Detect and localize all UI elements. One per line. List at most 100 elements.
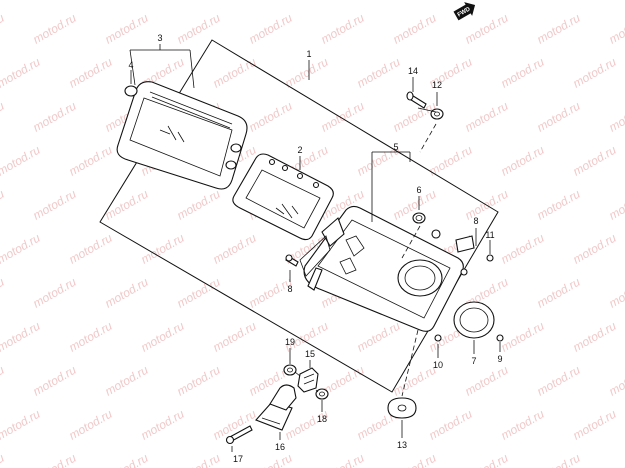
- callout-17: 17: [233, 454, 243, 464]
- watermark-text: motod.ru: [463, 363, 511, 399]
- callout-19: 19: [285, 337, 295, 347]
- meter-body: [299, 205, 468, 332]
- watermark-text: motod.ru: [31, 187, 79, 223]
- watermark-text: motod.ru: [247, 451, 295, 468]
- watermark-text: motod.ru: [175, 275, 223, 311]
- callout-16: 16: [275, 442, 285, 452]
- screw-part-17: [225, 425, 253, 445]
- watermark-text: motod.ru: [103, 363, 151, 399]
- watermark-text: motod.ru: [535, 451, 583, 468]
- callout-18: 18: [317, 414, 327, 424]
- watermark-text: motod.ru: [463, 451, 511, 468]
- screw-part-9: [496, 334, 504, 342]
- watermark-text: motod.ru: [103, 275, 151, 311]
- watermark-text: motod.ru: [0, 451, 7, 468]
- screw-part-8-left: [285, 254, 299, 267]
- watermark-text: motod.ru: [31, 275, 79, 311]
- watermark-text: motod.ru: [0, 231, 43, 267]
- watermark-text: motod.ru: [175, 11, 223, 47]
- watermark-text: motod.ru: [319, 451, 367, 468]
- callout-7: 7: [471, 356, 476, 366]
- watermark-text: motod.ru: [535, 99, 583, 135]
- socket-part-15: [297, 367, 319, 393]
- gasket-ring-part-7: [453, 301, 495, 339]
- watermark-text: motod.ru: [535, 363, 583, 399]
- screw-part-14: [406, 91, 427, 109]
- watermark-text: motod.ru: [571, 319, 619, 355]
- watermark-text: motod.ru: [211, 231, 259, 267]
- bracket-part-8: [455, 235, 475, 253]
- watermark-text: motod.ru: [391, 451, 439, 468]
- watermark-text: motod.ru: [499, 407, 547, 443]
- watermark-text: motod.ru: [31, 99, 79, 135]
- callout-12: 12: [432, 80, 442, 90]
- watermark-text: motod.ru: [571, 231, 619, 267]
- watermark-text: motod.ru: [139, 0, 187, 3]
- watermark-text: motod.ru: [607, 11, 625, 47]
- watermark-text: motod.ru: [0, 319, 43, 355]
- watermark-text: motod.ru: [571, 0, 619, 3]
- watermark-text: motod.ru: [0, 407, 43, 443]
- callout-5: 5: [393, 142, 398, 152]
- watermark-text: motod.ru: [139, 407, 187, 443]
- watermark-text: motod.ru: [499, 319, 547, 355]
- watermark-text: motod.ru: [31, 11, 79, 47]
- lens-panel: [232, 153, 334, 241]
- callout-8-left: 8: [287, 284, 292, 294]
- watermark-text: motod.ru: [247, 11, 295, 47]
- callout-1: 1: [306, 49, 311, 59]
- watermark-text: motod.ru: [103, 11, 151, 47]
- callout-4: 4: [128, 60, 133, 70]
- callout-6: 6: [416, 185, 421, 195]
- watermark-text: motod.ru: [427, 0, 475, 3]
- watermark-text: motod.ru: [607, 99, 625, 135]
- watermark-text: motod.ru: [499, 0, 547, 3]
- watermark-text: motod.ru: [0, 0, 43, 3]
- watermark-text: motod.ru: [499, 143, 547, 179]
- watermark-text: motod.ru: [607, 451, 625, 468]
- screw-part-10: [434, 334, 442, 342]
- callout-11: 11: [485, 230, 494, 240]
- watermark-text: motod.ru: [319, 11, 367, 47]
- callout-3: 3: [157, 33, 162, 43]
- watermark-text: motod.ru: [0, 363, 7, 399]
- watermark-text: motod.ru: [0, 11, 7, 47]
- watermark-text: motod.ru: [571, 143, 619, 179]
- watermark-text: motod.ru: [0, 275, 7, 311]
- watermark-text: motod.ru: [67, 231, 115, 267]
- washer-part-19: [283, 364, 297, 376]
- washer-part-12: [430, 108, 444, 120]
- callout-9: 9: [497, 354, 502, 364]
- callout-8-right: 8: [473, 216, 478, 226]
- watermark-text: motod.ru: [607, 187, 625, 223]
- watermark-text: motod.ru: [283, 0, 331, 3]
- watermark-text: motod.ru: [31, 451, 79, 468]
- meter-case-front: [116, 81, 248, 190]
- screw-part-11: [486, 254, 494, 262]
- watermark-text: motod.ru: [499, 55, 547, 91]
- watermark-text: motod.ru: [607, 363, 625, 399]
- watermark-text: motod.ru: [175, 451, 223, 468]
- watermark-text: motod.ru: [391, 11, 439, 47]
- watermark-text: motod.ru: [427, 407, 475, 443]
- watermark-text: motod.ru: [571, 55, 619, 91]
- watermark-text: motod.ru: [571, 407, 619, 443]
- callout-13: 13: [397, 440, 407, 450]
- watermark-text: motod.ru: [0, 143, 43, 179]
- watermark-text: motod.ru: [499, 231, 547, 267]
- watermark-text: motod.ru: [463, 99, 511, 135]
- watermark-text: motod.ru: [535, 275, 583, 311]
- callout-10: 10: [433, 360, 443, 370]
- grommet-part-4: [124, 85, 138, 97]
- watermark-text: motod.ru: [67, 0, 115, 3]
- watermark-text: motod.ru: [175, 187, 223, 223]
- watermark-text: motod.ru: [283, 55, 331, 91]
- washer-part-18: [315, 388, 329, 400]
- watermark-text: motod.ru: [0, 187, 7, 223]
- grommet-part-6: [412, 212, 426, 224]
- watermark-text: motod.ru: [355, 319, 403, 355]
- watermark-text: motod.ru: [535, 187, 583, 223]
- watermark-text: motod.ru: [247, 99, 295, 135]
- watermark-text: motod.ru: [31, 363, 79, 399]
